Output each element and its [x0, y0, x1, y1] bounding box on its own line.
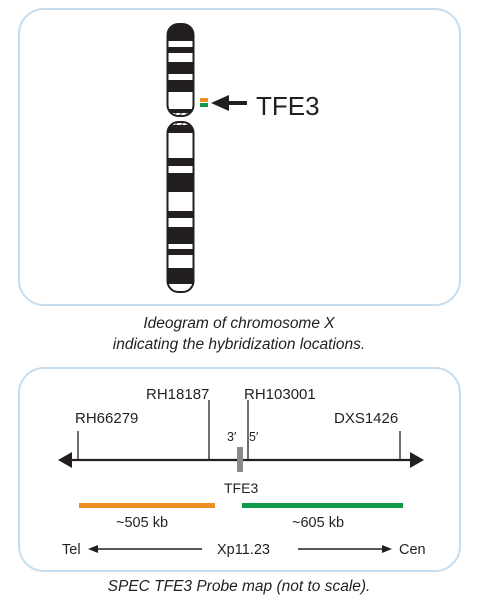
- band: [167, 227, 194, 244]
- three-prime-label: 3′: [227, 430, 237, 444]
- band: [167, 173, 194, 192]
- green-probe-size-label: ~605 kb: [292, 515, 344, 531]
- axis-left-arrowhead-icon: [58, 452, 72, 468]
- tel-arrow-icon: [88, 545, 202, 553]
- marker-label-rh66279: RH66279: [75, 410, 138, 427]
- band-label: Xp11.23: [217, 542, 270, 558]
- green-probe-bar: [242, 503, 403, 508]
- band: [167, 268, 194, 284]
- chromosome-x-ideogram: [167, 24, 194, 292]
- band: [167, 249, 194, 255]
- orange-signal-marker: [200, 98, 208, 102]
- orange-probe-size-label: ~505 kb: [116, 515, 168, 531]
- tel-label: Tel: [62, 542, 81, 558]
- band: [167, 62, 194, 74]
- probe-map: RH66279 RH18187 RH103001 DXS1426 3′ 5′ T…: [58, 386, 426, 558]
- probe-map-gene-label: TFE3: [224, 480, 258, 496]
- marker-label-rh18187: RH18187: [146, 386, 209, 403]
- ideogram-caption: Ideogram of chromosome X indicating the …: [0, 313, 478, 355]
- chromosome-outline: [166, 23, 195, 293]
- green-signal-marker: [200, 103, 208, 107]
- ideogram-caption-line1: Ideogram of chromosome X: [143, 315, 335, 332]
- ideogram-caption-line2: indicating the hybridization locations.: [112, 336, 366, 353]
- band: [167, 24, 194, 41]
- orange-probe-bar: [79, 503, 215, 508]
- tfe3-gene-block: [237, 447, 243, 472]
- band: [167, 158, 194, 166]
- cen-arrow-icon: [298, 545, 392, 553]
- band: [167, 109, 194, 116]
- band: [167, 47, 194, 53]
- band: [167, 80, 194, 92]
- cen-label: Cen: [399, 542, 426, 558]
- ideogram-panel: [18, 8, 461, 306]
- ideogram-gene-label: TFE3: [256, 91, 320, 121]
- centromere: [167, 113, 194, 125]
- marker-label-dxs1426: DXS1426: [334, 410, 398, 427]
- axis-right-arrowhead-icon: [410, 452, 424, 468]
- band: [167, 211, 194, 218]
- left-arrow-icon: [211, 95, 247, 111]
- five-prime-label: 5′: [249, 430, 259, 444]
- marker-label-rh103001: RH103001: [244, 386, 316, 403]
- probe-map-caption: SPEC TFE3 Probe map (not to scale).: [107, 578, 371, 595]
- band: [167, 125, 194, 133]
